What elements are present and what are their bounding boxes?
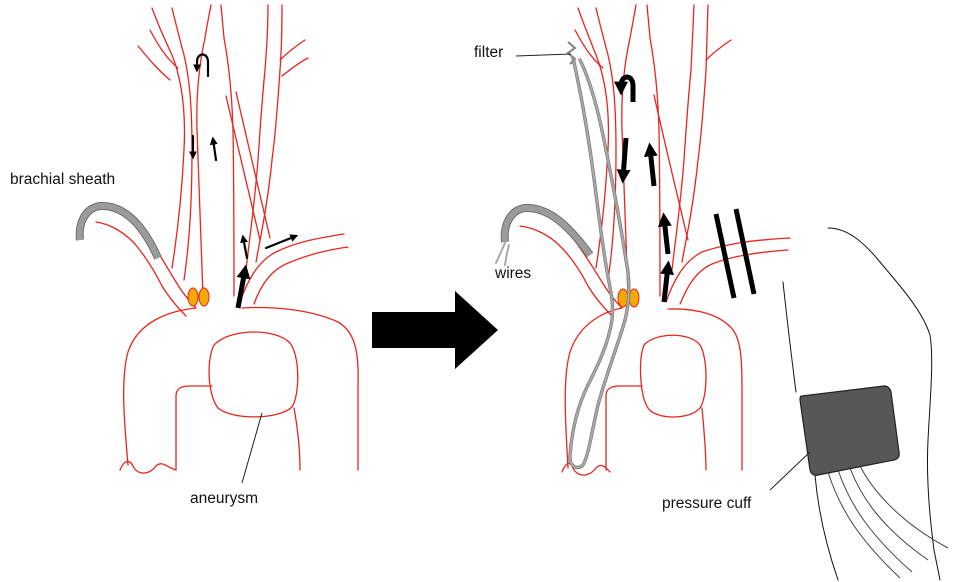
- clamp-line-a: [716, 214, 734, 298]
- descending-aorta-inner: [702, 408, 706, 470]
- brachiocephalic-upper-wall: [98, 204, 196, 308]
- forearm-vein-a: [828, 472, 900, 578]
- ascending-aorta-inner: [606, 386, 642, 470]
- pressure-cuff: [800, 386, 899, 475]
- valve-left: [188, 288, 198, 306]
- top-right-branch: [706, 40, 731, 60]
- aneurysm-sac: [641, 335, 706, 417]
- arm-outline-inner-upper: [783, 282, 796, 392]
- filter-device: [568, 42, 575, 64]
- filter-label: filter: [474, 44, 503, 61]
- brachiocephalic-lower-wall: [96, 222, 186, 316]
- brachial-sheath-label: brachial sheath: [10, 171, 115, 188]
- top-right-branch-a: [280, 40, 305, 60]
- clamp-line-b: [736, 209, 754, 294]
- wire-end-a: [496, 243, 505, 263]
- vertebral-wall-a: [246, 5, 268, 270]
- top-right-branch-b: [282, 58, 308, 76]
- down-arrow: [623, 138, 626, 178]
- vertebral-wall-a: [672, 5, 694, 270]
- transition-arrow: [372, 291, 498, 369]
- valve-right: [199, 288, 209, 306]
- brachiocephalic-upper-wall: [522, 206, 622, 308]
- pressure-cuff-leader-line: [770, 452, 810, 490]
- forearm-vein-d: [860, 466, 948, 548]
- aortic-root-bottom: [562, 463, 610, 475]
- crossing-vessel-a: [226, 96, 260, 240]
- filter-leader-line: [516, 54, 571, 56]
- subclavian-upper-wall: [240, 234, 344, 302]
- ascending-aorta-inner: [176, 386, 212, 470]
- carotid-wall-right: [221, 5, 234, 296]
- wire-end-b: [505, 245, 509, 265]
- aortic-arch-outer-left: [565, 308, 622, 468]
- subclavian-lower-wall: [254, 247, 348, 304]
- thick-up-arrow: [238, 270, 245, 308]
- carotid-wall-left: [197, 5, 211, 296]
- up-arrow: [213, 139, 216, 160]
- right-carotid-wall-b: [172, 8, 192, 280]
- up-arrow-subclavian: [243, 237, 247, 258]
- up-arrow: [650, 148, 654, 186]
- aneurysm-leader-line: [242, 413, 262, 483]
- aneurysm-sac: [209, 332, 298, 417]
- aneurysm-label: aneurysm: [190, 490, 258, 507]
- top-left-branch-a: [150, 30, 178, 68]
- right-figure: filter wires pressure cuff: [474, 5, 948, 580]
- up-arrow-subclavian: [664, 218, 668, 254]
- descending-aorta-inner: [294, 408, 300, 470]
- left-figure: brachial sheath aneurysm: [10, 5, 358, 507]
- right-carotid-wall-a: [152, 8, 185, 268]
- brachiocephalic-lower-wall: [520, 226, 612, 316]
- top-left-branch-b: [138, 46, 170, 80]
- pressure-cuff-label: pressure cuff: [662, 495, 752, 512]
- forearm-vein-c: [850, 468, 928, 560]
- forearm-vein-b: [838, 470, 912, 572]
- wires-label: wires: [494, 265, 531, 282]
